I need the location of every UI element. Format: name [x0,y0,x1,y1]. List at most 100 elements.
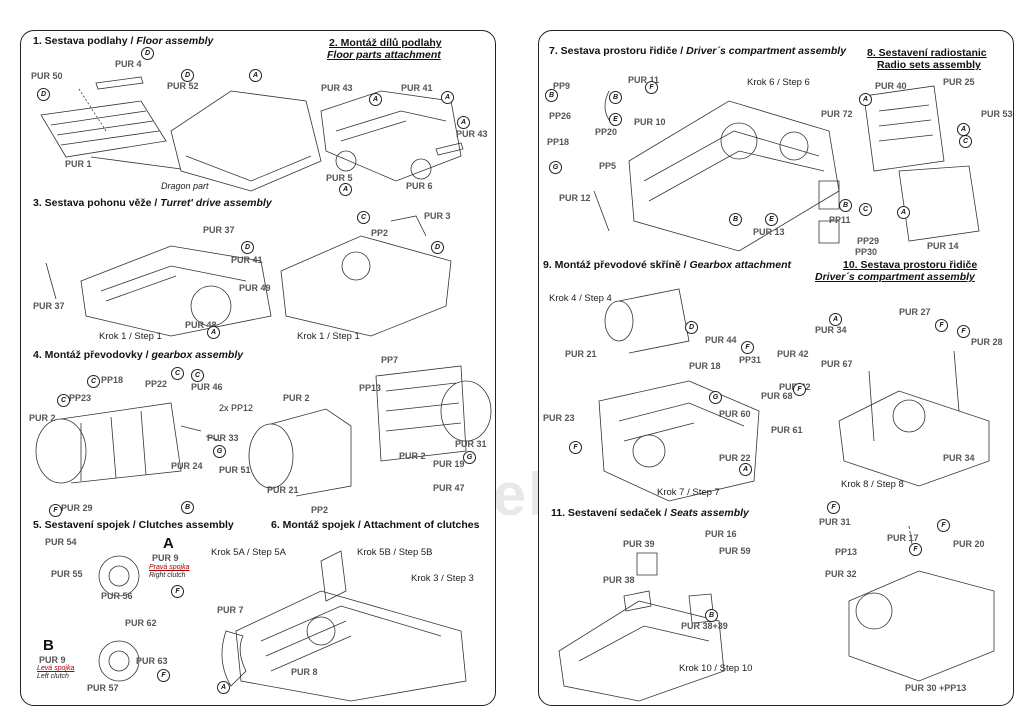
part-label: PUR 27 [899,307,931,317]
part-label: PP13 [359,383,382,393]
badge-letter: A [441,91,454,104]
part-label: PUR 42 [777,349,809,359]
badge-letter: F [827,501,840,514]
part-label: PP22 [145,379,168,389]
part-label: PUR 10 [634,117,666,127]
step-reference: Krok 1 / Step 1 [99,331,162,342]
part-label: PUR 19 [433,459,465,469]
badge-letter: A [897,206,910,219]
part-label: PUR 30 +PP13 [905,683,967,693]
part-label: PUR 12 [559,193,591,203]
part-label: PUR 40 [875,81,907,91]
dragon-hull-drawing [171,91,321,191]
left-instruction-panel: 1. Sestava podlahy / Floor assembly PUR … [20,30,496,706]
part-label: PUR 31 [455,439,487,449]
badge-letter: A [249,69,262,82]
right-line-art [539,31,1014,706]
badge-letter: A [369,93,382,106]
part-label: PUR 33 [207,433,239,443]
badge-letter: C [57,394,70,407]
part-label: PUR 17 [887,533,919,543]
step-reference: Krok 5A / Step 5A [211,547,286,558]
seats-assembly-drawing [559,601,724,701]
badge-letter: D [431,241,444,254]
part-label: PUR 23 [543,413,575,423]
radio-sets-step2-drawing [899,166,979,241]
part-label: PUR 55 [51,569,83,579]
badge-letter: F [741,341,754,354]
section-2-subtitle: Floor parts attachment [327,49,441,61]
part-label: PUR 60 [719,409,751,419]
part-label: PUR 67 [821,359,853,369]
section-11-title: 11. Sestavení sedaček / Seats assembly [551,507,749,519]
step-reference: Krok 8 / Step 8 [841,479,904,490]
badge-letter: G [213,445,226,458]
part-label: PUR 61 [771,425,803,435]
badge-letter: F [171,585,184,598]
part-label: PUR 72 [821,109,853,119]
part-label: PUR 28 [971,337,1003,347]
badge-letter: D [181,69,194,82]
badge-letter: F [569,441,582,454]
part-label: PP30 [855,247,878,257]
part-label: PUR 57 [87,683,119,693]
part-label: PUR 59 [719,546,751,556]
part-label: PUR 16 [705,529,737,539]
badge-letter: A [217,681,230,694]
section-7-title: 7. Sestava prostoru řidiče / Driver´s co… [549,45,847,57]
badge-letter: C [959,135,972,148]
part-label: PUR 68 [761,391,793,401]
part-label: PUR 8 [291,667,318,677]
part-label: PUR 44 [705,335,737,345]
badge-letter: G [463,451,476,464]
badge-letter: A [859,93,872,106]
badge-letter: D [241,241,254,254]
part-label: PUR 4 [115,59,142,69]
part-label: PUR 43 [456,129,488,139]
part-label: PUR 13 [753,227,785,237]
gearbox-assembled-drawing [376,366,466,461]
section-6-title: 6. Montáž spojek / Attachment of clutche… [271,519,480,531]
badge-letter: B [609,91,622,104]
radio-sets-drawing [864,86,944,171]
step-reference: Krok 4 / Step 4 [549,293,612,304]
badge-letter: E [765,213,778,226]
badge-letter: D [685,321,698,334]
part-label: PUR 50 [31,71,63,81]
part-label: PUR 63 [136,656,168,666]
step-reference: Krok 10 / Step 10 [679,663,753,674]
part-label: PP2 [311,505,329,515]
part-label: PP2 [371,228,389,238]
right-clutch-marker: A [163,535,174,552]
part-label: PUR 2 [399,451,426,461]
part-label: PP20 [595,127,618,137]
section-10-subtitle: Driver´s compartment assembly [815,271,975,283]
step-reference: Krok 7 / Step 7 [657,487,720,498]
part-label: PUR 14 [927,241,959,251]
part-label: PP7 [381,355,399,365]
part-label: PUR 51 [219,465,251,475]
part-label: PUR 5 [326,173,353,183]
drivers-compartment-step2-drawing [839,391,989,486]
part-label: PUR 49 [239,283,271,293]
part-label: PUR 2 [283,393,310,403]
badge-letter: B [705,609,718,622]
dragon-part-label: Dragon part [161,181,209,191]
section-10-title: 10. Sestava prostoru řidiče [843,259,978,271]
badge-letter: F [157,669,170,682]
clutch-attachment-drawing [236,591,466,701]
part-label: PUR 56 [101,591,133,601]
badge-letter: C [191,369,204,382]
part-label: PUR 43 [321,83,353,93]
badge-letter: D [37,88,50,101]
part-label: PUR 9 [39,655,66,665]
part-label: PUR 11 [628,75,660,85]
part-label: PUR 24 [171,461,203,471]
part-label: PUR 34 [815,325,847,335]
part-label: PUR 25 [943,77,975,87]
part-label: PP26 [549,111,572,121]
part-label: PUR 54 [45,537,77,547]
badge-letter: E [609,113,622,126]
